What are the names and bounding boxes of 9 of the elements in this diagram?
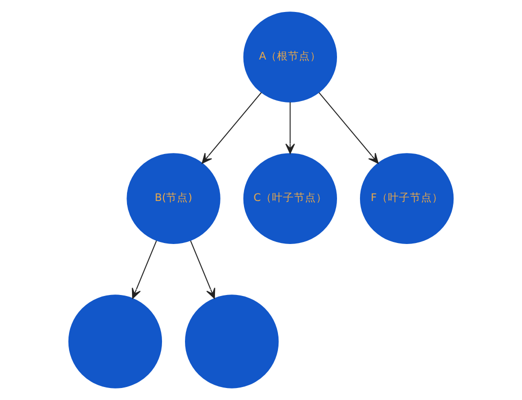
node-circle: C（叶子节点）: [243, 153, 337, 244]
node-circle: A（根节点）: [243, 12, 337, 102]
node-circle: [68, 294, 162, 388]
node-circle: [185, 294, 279, 388]
arrow: [202, 92, 262, 164]
arrow: [132, 240, 157, 299]
arrow: [318, 92, 379, 164]
arrow: [190, 240, 216, 299]
arrow: [285, 102, 295, 154]
